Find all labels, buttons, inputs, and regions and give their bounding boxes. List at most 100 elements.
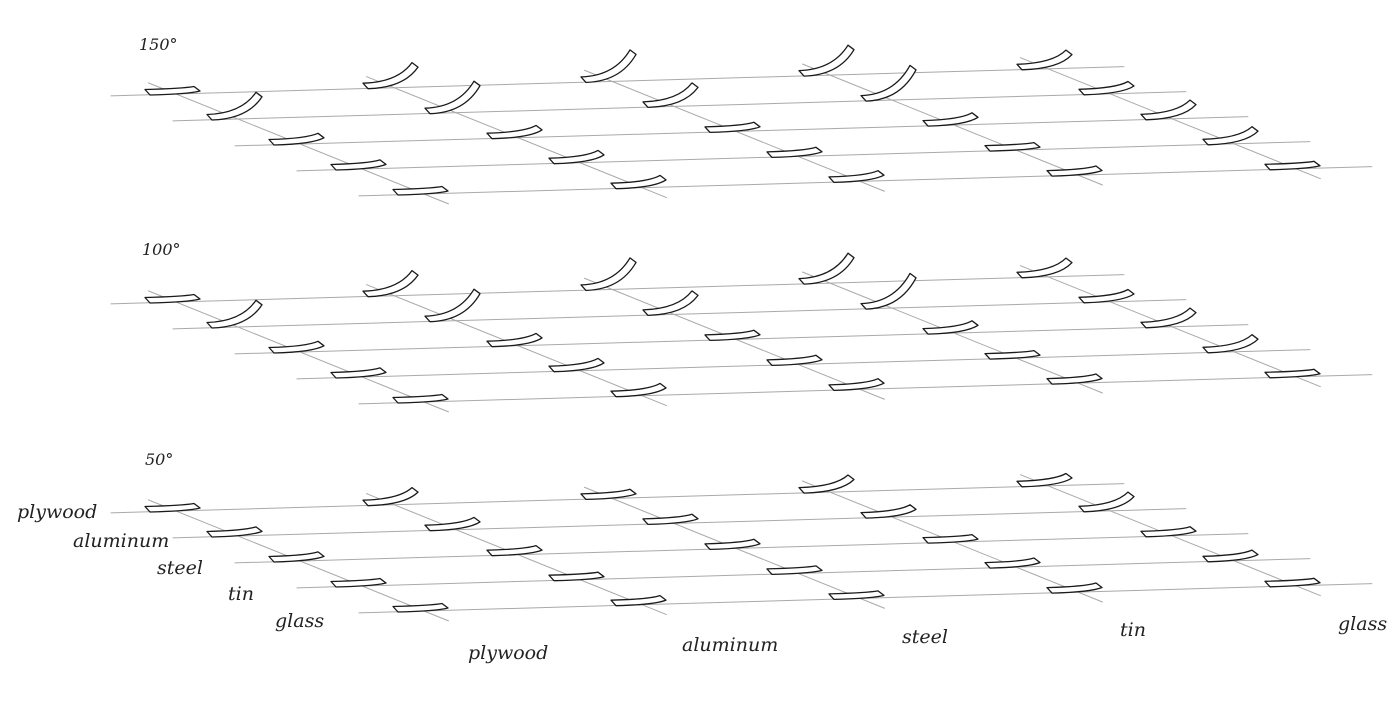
- sample-150--glass-aluminum: [610, 174, 667, 190]
- sample-150--aluminum-steel: [642, 82, 699, 109]
- row-line-steel: [234, 533, 1249, 564]
- sample-50--steel-steel: [704, 538, 761, 551]
- sample-100--plywood-plywood: [144, 293, 201, 304]
- sample-100--tin-aluminum: [548, 357, 605, 373]
- sample-100--steel-glass: [1140, 307, 1197, 329]
- sample-50--steel-aluminum: [486, 544, 543, 557]
- sample-100--aluminum-tin: [860, 272, 917, 310]
- sample-150--aluminum-aluminum: [424, 80, 481, 115]
- row-label-steel: steel: [157, 557, 203, 579]
- sample-150--steel-glass: [1140, 99, 1197, 121]
- sample-50--aluminum-tin: [860, 504, 917, 519]
- sample-150--aluminum-plywood: [206, 91, 263, 121]
- sample-50--glass-tin: [1046, 582, 1103, 594]
- sample-50--glass-glass: [1264, 577, 1321, 588]
- sample-150--glass-tin: [1046, 165, 1103, 177]
- sample-150--plywood-steel: [580, 49, 637, 84]
- sample-150--steel-aluminum: [486, 124, 543, 140]
- row-line-aluminum: [172, 508, 1187, 539]
- row-line-plywood: [110, 66, 1125, 97]
- sample-50--aluminum-plywood: [206, 526, 263, 538]
- row-line-steel: [234, 116, 1249, 147]
- row-line-plywood: [110, 483, 1125, 514]
- sample-150--aluminum-tin: [860, 64, 917, 102]
- sample-50--tin-tin: [984, 557, 1041, 569]
- sample-50--steel-glass: [1140, 526, 1197, 538]
- sample-100--glass-aluminum: [610, 382, 667, 398]
- sample-150--steel-steel: [704, 121, 761, 134]
- column-label-tin: tin: [1120, 619, 1146, 641]
- sample-50--plywood-plywood: [144, 502, 201, 513]
- sample-100--tin-glass: [1202, 334, 1259, 354]
- row-label-aluminum: aluminum: [73, 530, 169, 552]
- sample-100--glass-steel: [828, 378, 885, 392]
- column-label-plywood: plywood: [468, 642, 548, 664]
- column-label-aluminum: aluminum: [682, 634, 778, 656]
- sample-150--steel-plywood: [268, 132, 325, 146]
- row-line-steel: [234, 324, 1249, 355]
- sample-100--glass-glass: [1264, 368, 1321, 379]
- sample-100--aluminum-plywood: [206, 299, 263, 329]
- sample-150--steel-tin: [922, 112, 979, 127]
- row-line-tin: [296, 141, 1311, 172]
- column-label-steel: steel: [902, 626, 948, 648]
- row-line-glass: [358, 166, 1373, 197]
- sample-100--steel-plywood: [268, 340, 325, 354]
- sample-50--glass-plywood: [392, 602, 449, 613]
- sample-150--tin-tin: [984, 141, 1041, 152]
- sample-50--steel-tin: [922, 533, 979, 544]
- panel-angle-label-100: 100°: [142, 240, 181, 259]
- sample-50--tin-aluminum: [548, 571, 605, 582]
- sample-100--plywood-tin: [798, 252, 855, 285]
- row-label-plywood: plywood: [17, 501, 97, 523]
- row-label-tin: tin: [228, 583, 254, 605]
- sample-100--glass-tin: [1046, 373, 1103, 385]
- sample-50--tin-steel: [766, 565, 823, 576]
- sample-150--tin-plywood: [330, 159, 387, 171]
- sample-150--plywood-plywood: [144, 85, 201, 96]
- sample-100--plywood-aluminum: [362, 269, 419, 298]
- sample-50--tin-plywood: [330, 577, 387, 588]
- sample-50--aluminum-steel: [642, 513, 699, 526]
- column-line-glass: [1019, 265, 1321, 388]
- sample-50--plywood-glass: [1016, 472, 1073, 488]
- sample-150--tin-aluminum: [548, 149, 605, 165]
- sample-150--tin-steel: [766, 146, 823, 159]
- sample-50--plywood-tin: [798, 474, 855, 494]
- sample-100--steel-steel: [704, 329, 761, 342]
- sample-50--plywood-aluminum: [362, 486, 419, 507]
- row-line-aluminum: [172, 299, 1187, 330]
- sample-150--glass-glass: [1264, 160, 1321, 171]
- sample-100--plywood-steel: [580, 257, 637, 292]
- panel-angle-label-150: 150°: [139, 35, 178, 54]
- sample-50--glass-steel: [828, 590, 885, 601]
- sample-100--glass-plywood: [392, 393, 449, 404]
- sample-50--glass-aluminum: [610, 594, 667, 607]
- sample-150--plywood-glass: [1016, 49, 1073, 71]
- samples: [144, 44, 1321, 613]
- sample-100--aluminum-aluminum: [424, 288, 481, 323]
- sample-150--glass-steel: [828, 170, 885, 184]
- sample-100--tin-plywood: [330, 367, 387, 379]
- row-line-plywood: [110, 274, 1125, 305]
- sample-50--tin-glass: [1202, 549, 1259, 563]
- sample-100--plywood-glass: [1016, 257, 1073, 279]
- sample-50--plywood-steel: [580, 488, 637, 501]
- sample-150--plywood-tin: [798, 44, 855, 77]
- sample-100--steel-aluminum: [486, 332, 543, 348]
- row-line-tin: [296, 349, 1311, 380]
- row-line-aluminum: [172, 91, 1187, 122]
- row-label-glass: glass: [275, 610, 324, 632]
- sample-50--steel-plywood: [268, 551, 325, 563]
- column-label-glass: glass: [1338, 613, 1387, 635]
- sample-100--aluminum-glass: [1078, 288, 1135, 304]
- sample-100--steel-tin: [922, 320, 979, 335]
- sample-150--aluminum-glass: [1078, 80, 1135, 96]
- sample-100--tin-steel: [766, 354, 823, 367]
- sample-100--tin-tin: [984, 349, 1041, 360]
- panel-angle-label-50: 50°: [145, 450, 173, 469]
- column-line-glass: [1019, 57, 1321, 180]
- sample-50--aluminum-aluminum: [424, 516, 481, 532]
- sample-150--glass-plywood: [392, 185, 449, 196]
